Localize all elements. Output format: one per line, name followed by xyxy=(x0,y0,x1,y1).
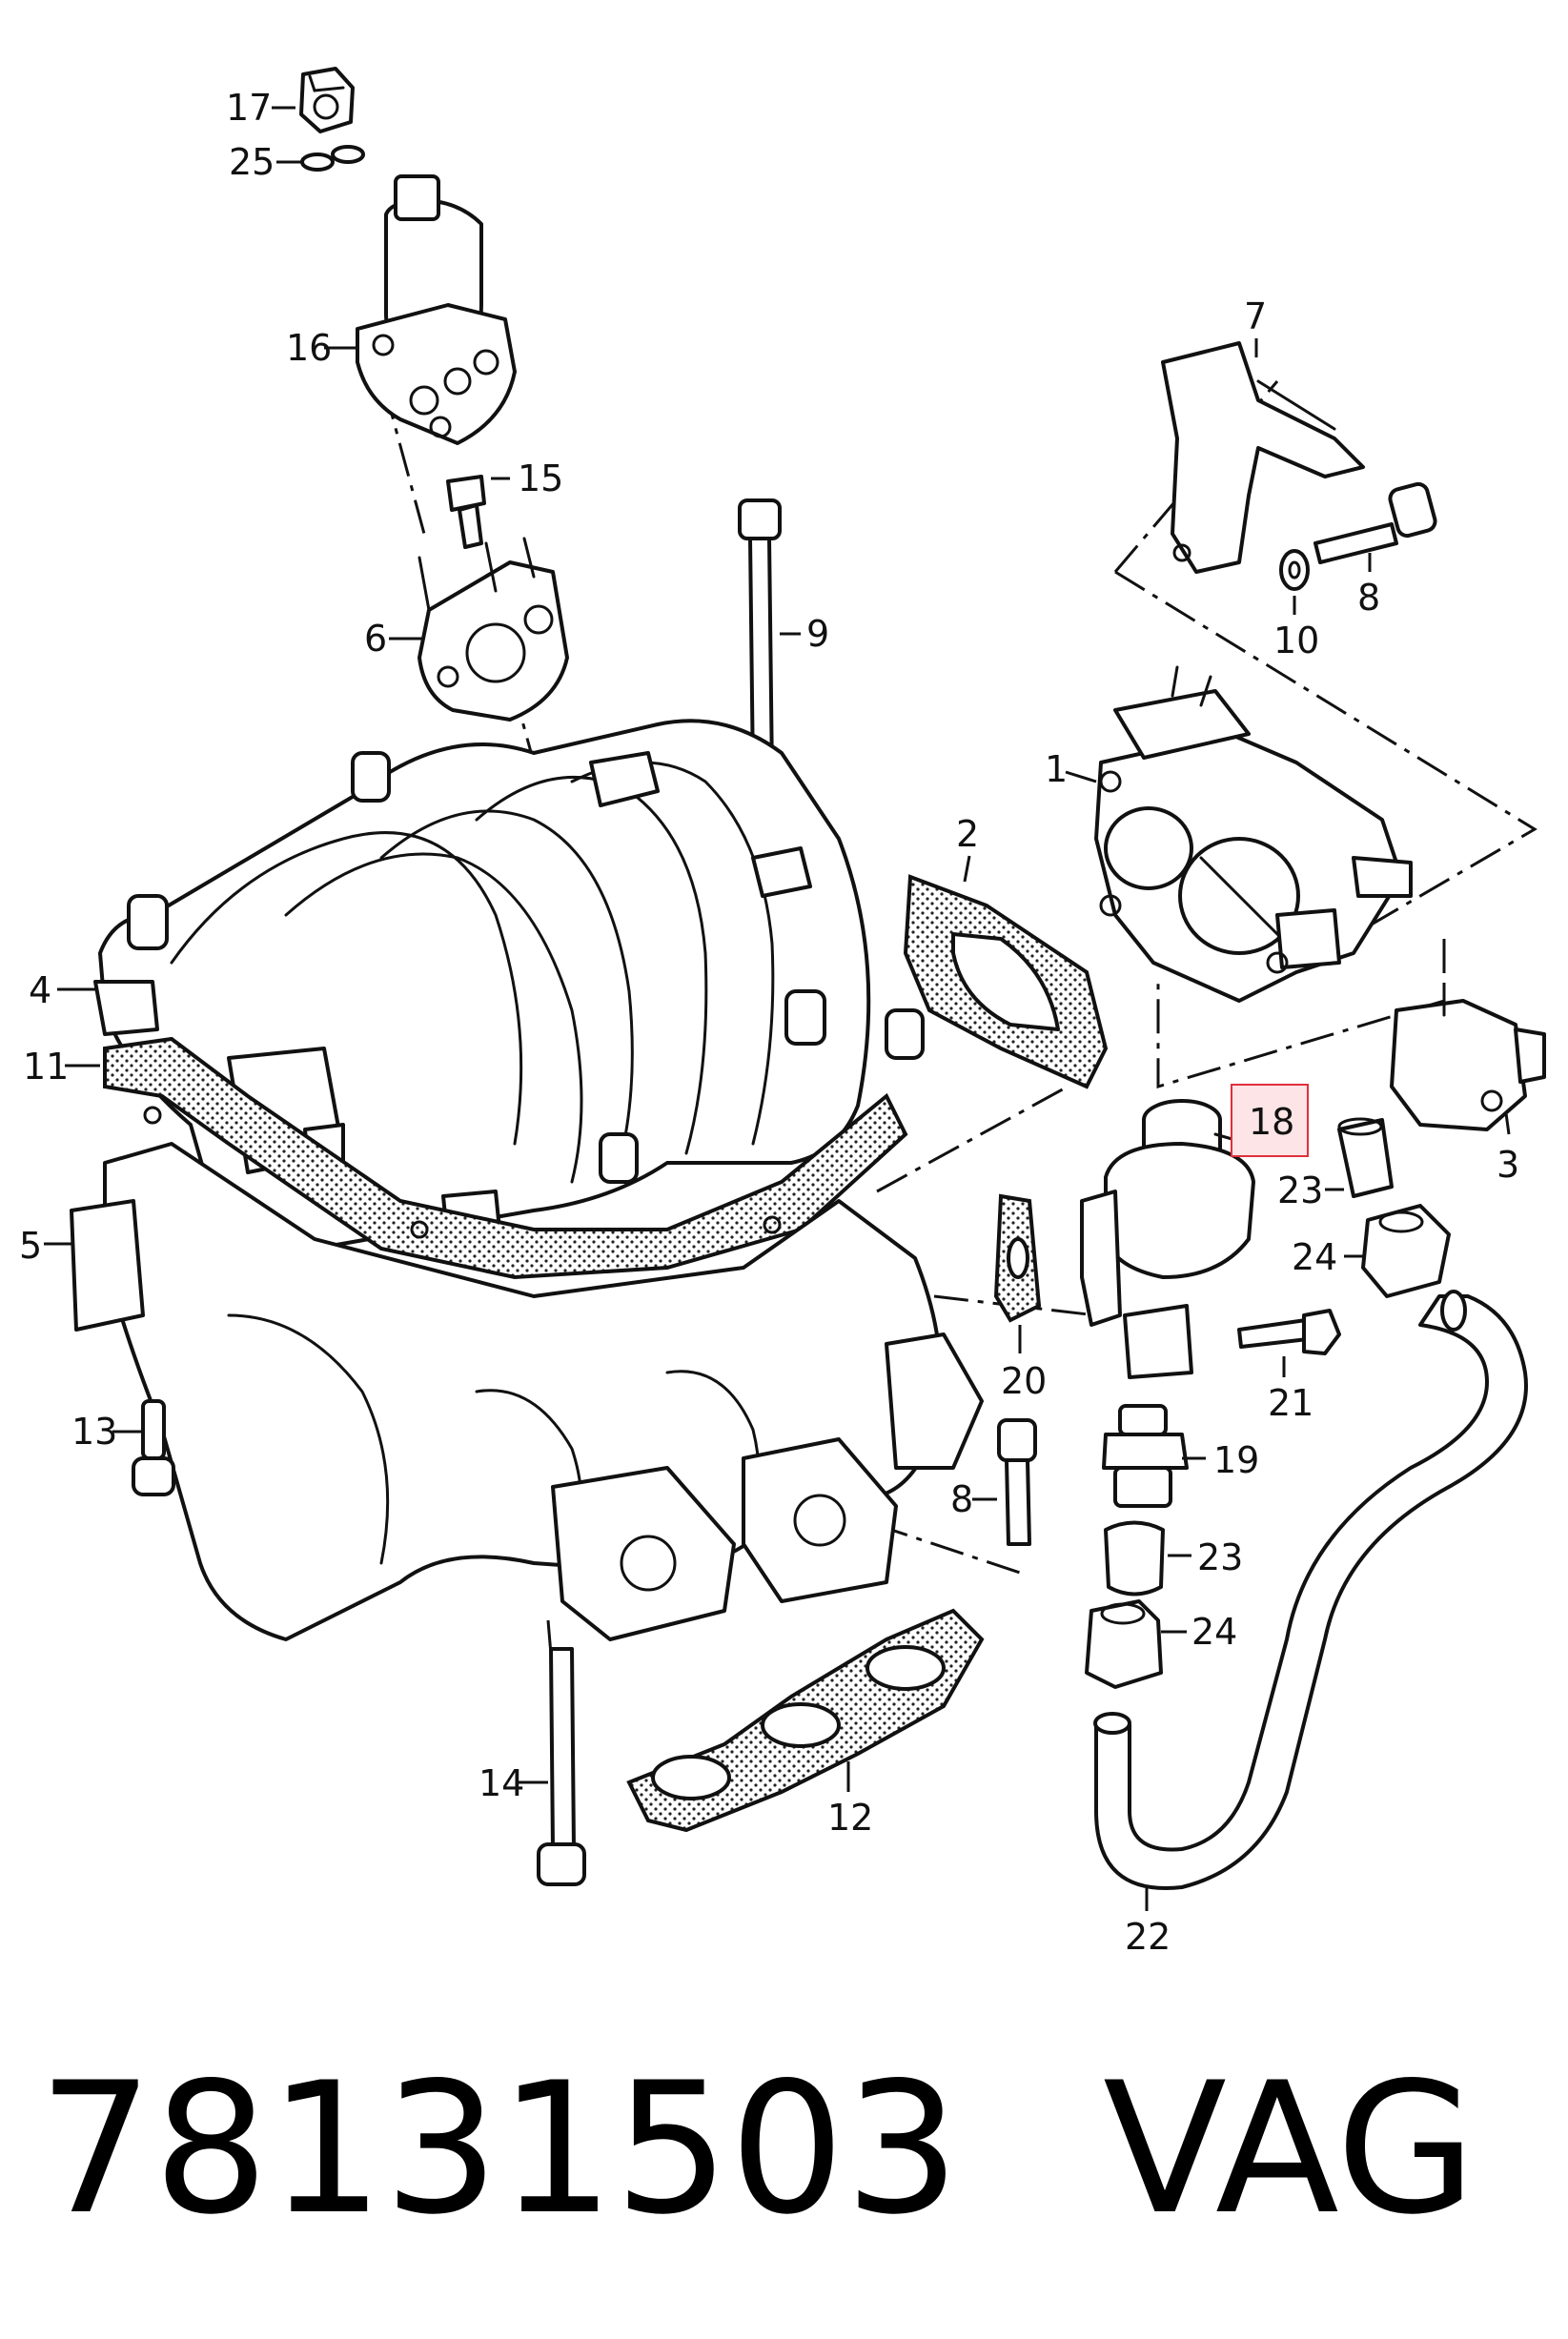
part-3-sensor xyxy=(1390,985,1546,1131)
part-19-fitting xyxy=(1102,1404,1189,1508)
callout-17: 17 xyxy=(226,87,272,129)
callout-8-upper: 8 xyxy=(1357,577,1380,619)
part-17-nut xyxy=(299,67,355,133)
exploded-parts-diagram: 17 25 16 15 6 9 7 8 10 1 2 4 11 5 18 23 … xyxy=(19,67,1546,1958)
part-13-stud xyxy=(132,1399,175,1496)
highlight-box xyxy=(1231,1084,1309,1157)
part-6-flange xyxy=(417,537,569,722)
callout-4: 4 xyxy=(29,969,51,1011)
callout-22: 22 xyxy=(1125,1916,1171,1958)
callout-23-lower: 23 xyxy=(1197,1536,1243,1578)
part-number: 78131503 xyxy=(38,2044,961,2254)
intake-manifold-lower xyxy=(70,1142,984,1641)
part-24-nut-lower xyxy=(1085,1599,1163,1689)
callout-20: 20 xyxy=(1001,1360,1047,1402)
callout-9: 9 xyxy=(806,613,829,655)
part-8-bolt-lower xyxy=(997,1418,1037,1546)
callout-10: 10 xyxy=(1273,620,1319,661)
part-21-bolt xyxy=(1237,1309,1341,1355)
part-14-stud xyxy=(537,1647,586,1886)
callout-2: 2 xyxy=(956,813,979,855)
brand-name: VAG xyxy=(1103,2044,1476,2254)
part-7-bracket xyxy=(1161,341,1365,574)
callout-25: 25 xyxy=(229,141,275,183)
callout-12: 12 xyxy=(827,1797,873,1839)
part-23-sleeve-lower xyxy=(1104,1520,1165,1597)
part-16-valve xyxy=(356,174,517,445)
part-22-hose xyxy=(1093,1290,1528,1890)
part-10-washer xyxy=(1279,549,1310,591)
callout-24-lower: 24 xyxy=(1191,1611,1237,1653)
part-8-bolt-upper xyxy=(1313,481,1437,564)
callout-11: 11 xyxy=(23,1046,69,1088)
callout-18: 18 xyxy=(1249,1101,1294,1143)
part-20-gasket xyxy=(993,1193,1042,1323)
part-15-screw xyxy=(446,475,486,549)
part-25-seal xyxy=(300,145,365,172)
callout-6: 6 xyxy=(364,618,387,660)
part-11-gasket xyxy=(103,1036,908,1280)
callout-7: 7 xyxy=(1244,295,1267,337)
callout-23-upper: 23 xyxy=(1277,1170,1323,1211)
part-18-regulator xyxy=(1080,1099,1255,1379)
part-24-nut-upper xyxy=(1361,1204,1451,1298)
callout-1: 1 xyxy=(1045,748,1068,790)
part-2-gasket xyxy=(903,874,1109,1089)
callout-labels: 17 25 16 15 6 9 7 8 10 1 2 4 11 5 18 23 … xyxy=(19,87,1519,1958)
callout-8-lower: 8 xyxy=(950,1478,973,1520)
part-1-throttle-body xyxy=(1094,665,1413,1003)
callout-14: 14 xyxy=(479,1762,524,1804)
callout-24-upper: 24 xyxy=(1292,1236,1337,1278)
callout-16: 16 xyxy=(286,327,332,369)
callout-3: 3 xyxy=(1497,1144,1519,1186)
part-23-sleeve-upper xyxy=(1337,1117,1394,1198)
part-12-gasket xyxy=(626,1608,985,1833)
callout-5: 5 xyxy=(19,1225,42,1267)
callout-13: 13 xyxy=(71,1411,117,1453)
callout-19: 19 xyxy=(1213,1439,1259,1481)
callout-21: 21 xyxy=(1268,1382,1313,1424)
callout-15: 15 xyxy=(518,458,563,499)
